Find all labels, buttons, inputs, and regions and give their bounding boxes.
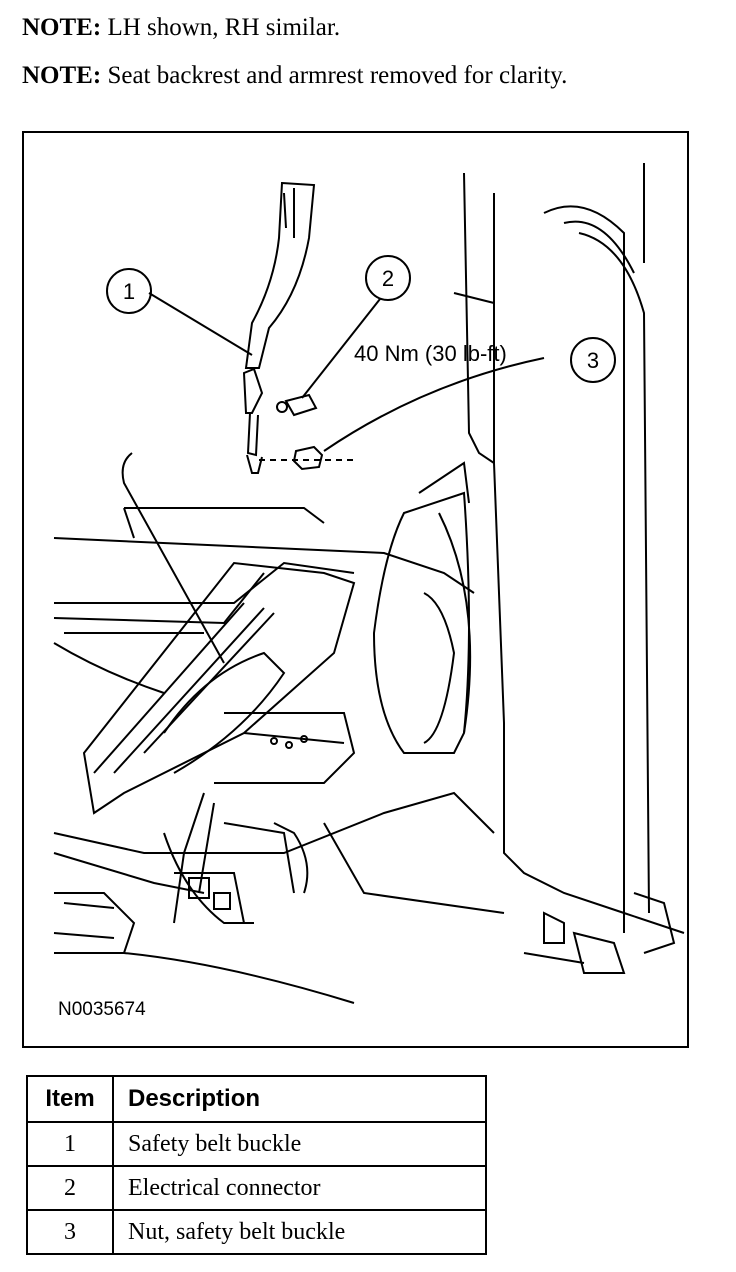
note-text: LH shown, RH similar.	[107, 14, 341, 41]
item-description: Electrical connector	[112, 1165, 487, 1211]
column-header-description: Description	[112, 1075, 487, 1123]
table-header-row: Item Description	[26, 1075, 487, 1123]
torque-spec: 40 Nm (30 lb-ft)	[354, 341, 507, 366]
callout-3-label: 3	[587, 348, 599, 373]
note-lh-shown: NOTE: LH shown, RH similar.	[22, 12, 712, 44]
table-row: 2 Electrical connector	[26, 1165, 487, 1211]
note-text: Seat backrest and armrest removed for cl…	[107, 62, 568, 89]
note-label: NOTE:	[22, 62, 102, 89]
service-illustration: 1 2 3 40 Nm (30 lb-ft) N0035674	[22, 131, 689, 1048]
item-description-table: Item Description 1 Safety belt buckle 2 …	[26, 1075, 487, 1255]
table-row: 3 Nut, safety belt buckle	[26, 1209, 487, 1255]
item-number: 2	[26, 1165, 114, 1211]
table-row: 1 Safety belt buckle	[26, 1121, 487, 1167]
item-number: 1	[26, 1121, 114, 1167]
figure-code: N0035674	[58, 999, 146, 1020]
item-number: 3	[26, 1209, 114, 1255]
callout-2-label: 2	[382, 266, 394, 291]
column-header-item: Item	[26, 1075, 114, 1123]
note-label: NOTE:	[22, 14, 102, 41]
item-description: Nut, safety belt buckle	[112, 1209, 487, 1255]
line-drawing: 1 2 3	[53, 163, 685, 1004]
callout-1-label: 1	[123, 279, 135, 304]
item-description: Safety belt buckle	[112, 1121, 487, 1167]
note-seat-backrest: NOTE: Seat backrest and armrest removed …	[22, 60, 662, 92]
